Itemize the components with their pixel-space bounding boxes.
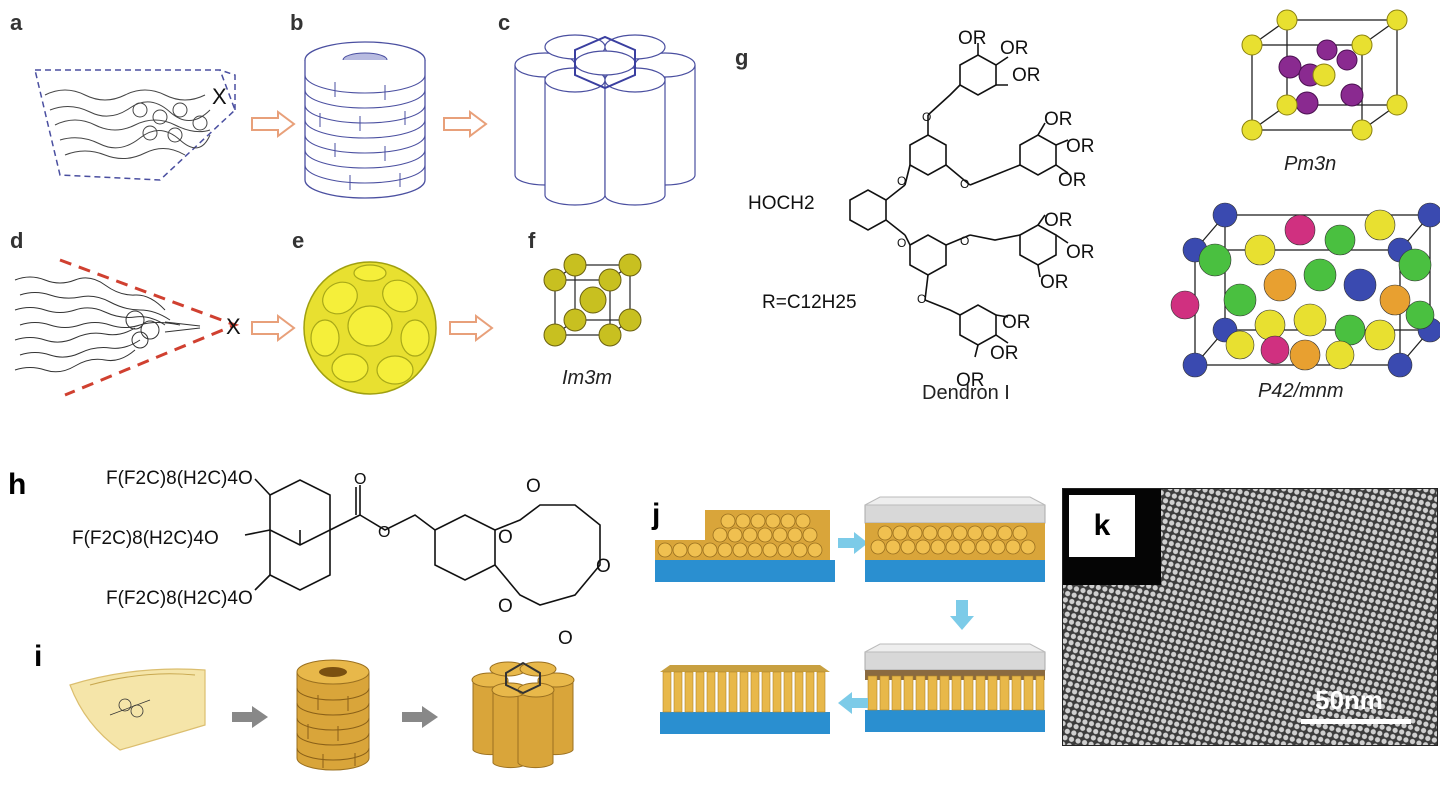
- crown-o-2: O: [526, 476, 541, 497]
- panel-a-wedge-illustration: [34, 69, 236, 181]
- focal-group-label: HOCH2: [748, 193, 815, 214]
- panel-h-crown-ether-structure: O O: [244, 471, 601, 606]
- panel-label-a: a: [10, 10, 23, 35]
- arrow-e-to-f: [449, 314, 494, 342]
- panel-f-bcc-lattice: [543, 253, 642, 347]
- arrow-a-to-b: [251, 110, 296, 138]
- fluoro-chain-top: F(F2C)8(H2C)4O: [106, 468, 253, 489]
- p42mnm-sigma-phase-lattice: [1170, 202, 1440, 378]
- panel-j-step1-stack: [655, 510, 835, 582]
- panel-label-e: e: [292, 228, 305, 253]
- panel-d-cone-illustration: [14, 258, 240, 397]
- or-label-6: OR: [1058, 170, 1087, 191]
- arrow-j-3: [838, 692, 868, 714]
- svg-text:O: O: [897, 174, 906, 188]
- or-label-5: OR: [1066, 136, 1095, 157]
- or-label-1: OR: [958, 28, 987, 49]
- panel-label-j: j: [652, 498, 661, 531]
- svg-text:O: O: [897, 236, 906, 250]
- or-label-10: OR: [1002, 312, 1031, 333]
- panel-label-b: b: [290, 10, 304, 35]
- panel-d-x-label: X: [226, 314, 241, 339]
- panel-b-brick-cylinder: [304, 41, 426, 199]
- r-definition-label: R=C12H25: [762, 292, 857, 313]
- svg-text:O: O: [960, 234, 969, 248]
- panel-label-k: k: [1093, 509, 1111, 542]
- arrow-j-1: [838, 532, 868, 554]
- or-label-7: OR: [1044, 210, 1073, 231]
- tem-hex-pattern: [1063, 489, 1437, 745]
- crown-o-1: O: [498, 527, 513, 548]
- panel-g-dendron-structure: O O O O O O: [849, 43, 1069, 358]
- svg-text:O: O: [917, 292, 926, 306]
- svg-text:O: O: [922, 110, 931, 124]
- dendron-caption: Dendron I: [922, 382, 1010, 404]
- or-label-8: OR: [1066, 242, 1095, 263]
- panel-label-g: g: [735, 45, 749, 70]
- panel-i-column-bundle: [471, 661, 575, 769]
- panel-k-tem-micrograph: k 50nm: [1062, 488, 1438, 746]
- arrow-b-to-c: [443, 110, 488, 138]
- panel-label-h: h: [8, 468, 27, 501]
- panel-i-brick-cylinder: [296, 659, 370, 771]
- panel-i-wedge: [69, 668, 206, 751]
- panel-k-label-box: k: [1069, 495, 1135, 557]
- panel-e-spherical-micelle: [303, 261, 437, 395]
- svg-text:O: O: [354, 471, 366, 488]
- scale-bar-label: 50nm: [1315, 685, 1383, 715]
- panel-j-step2-stack: [864, 496, 1046, 582]
- panel-label-d: d: [10, 228, 24, 253]
- crown-o-3: O: [596, 556, 611, 577]
- pm3n-caption: Pm3n: [1284, 153, 1337, 175]
- panel-j-step4-stack: [660, 665, 830, 734]
- arrow-d-to-e: [251, 314, 296, 342]
- panel-label-c: c: [498, 10, 511, 35]
- panel-j-step3-stack: [864, 643, 1046, 732]
- arrow-i-2: [402, 706, 438, 728]
- or-label-3: OR: [1012, 65, 1041, 86]
- crown-o-4: O: [558, 628, 573, 649]
- svg-text:O: O: [960, 177, 969, 191]
- panel-label-f: f: [528, 228, 536, 253]
- p42mnm-caption: P42/mnm: [1258, 380, 1344, 402]
- panel-c-columnar-bundle: [514, 34, 696, 206]
- or-label-2: OR: [1000, 38, 1029, 59]
- crown-o-5: O: [498, 596, 513, 617]
- panel-a-x-label: X: [212, 84, 227, 109]
- fluoro-chain-mid: F(F2C)8(H2C)4O: [72, 528, 219, 549]
- fluoro-chain-bot: F(F2C)8(H2C)4O: [106, 588, 253, 609]
- or-label-12: OR: [956, 370, 985, 391]
- panel-f-caption: Im3m: [562, 367, 612, 389]
- or-label-9: OR: [1040, 272, 1069, 293]
- panel-label-i: i: [34, 640, 43, 673]
- arrow-i-1: [232, 706, 268, 728]
- arrow-j-2: [950, 600, 974, 630]
- pm3n-cubic-lattice: [1241, 9, 1408, 141]
- or-label-11: OR: [990, 343, 1019, 364]
- svg-text:O: O: [378, 524, 390, 541]
- or-label-4: OR: [1044, 109, 1073, 130]
